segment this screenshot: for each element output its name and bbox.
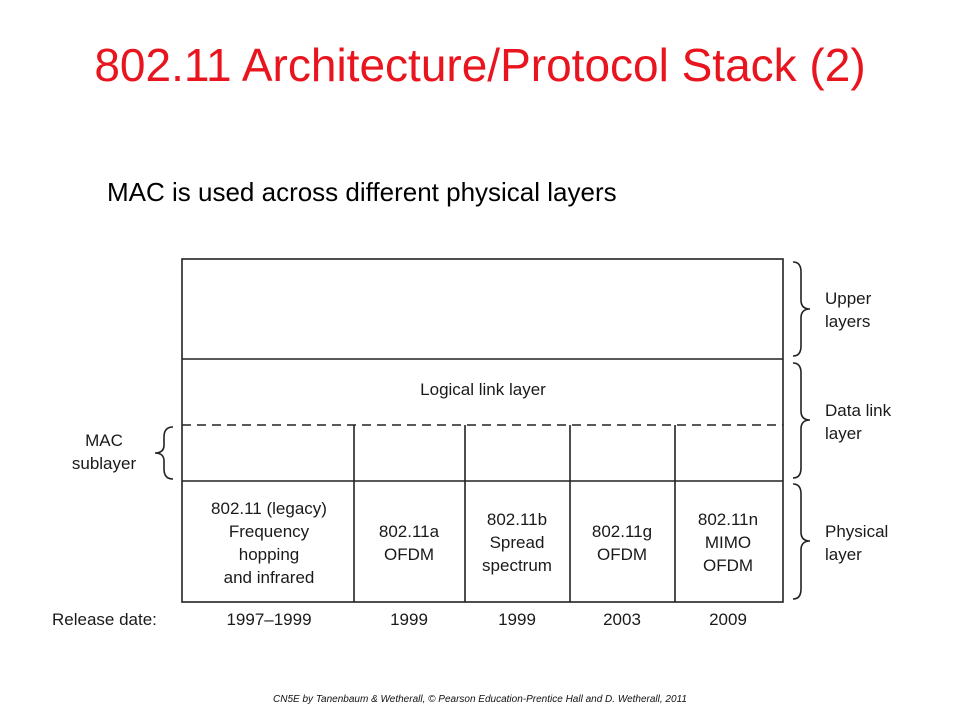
slide-title: 802.11 Architecture/Protocol Stack (2)	[94, 39, 866, 91]
release-date-value: 1999	[498, 610, 536, 629]
release-date-value: 1999	[390, 610, 428, 629]
footer-credit: CN5E by Tanenbaum & Wetherall, © Pearson…	[273, 694, 687, 705]
release-date-value: 2009	[709, 610, 747, 629]
logical-link-layer-label: Logical link layer	[420, 380, 546, 399]
stack-outline	[181, 258, 784, 603]
release-date-value: 1997–1999	[226, 610, 311, 629]
release-date-value: 2003	[603, 610, 641, 629]
mac-sublayer-brace	[154, 426, 174, 480]
physical-layer-brace	[792, 483, 811, 600]
release-date-label: Release date:	[52, 610, 157, 629]
upper-layers-brace	[792, 261, 811, 357]
data-link-brace	[792, 362, 811, 479]
subtitle: MAC is used across different physical la…	[107, 177, 617, 207]
